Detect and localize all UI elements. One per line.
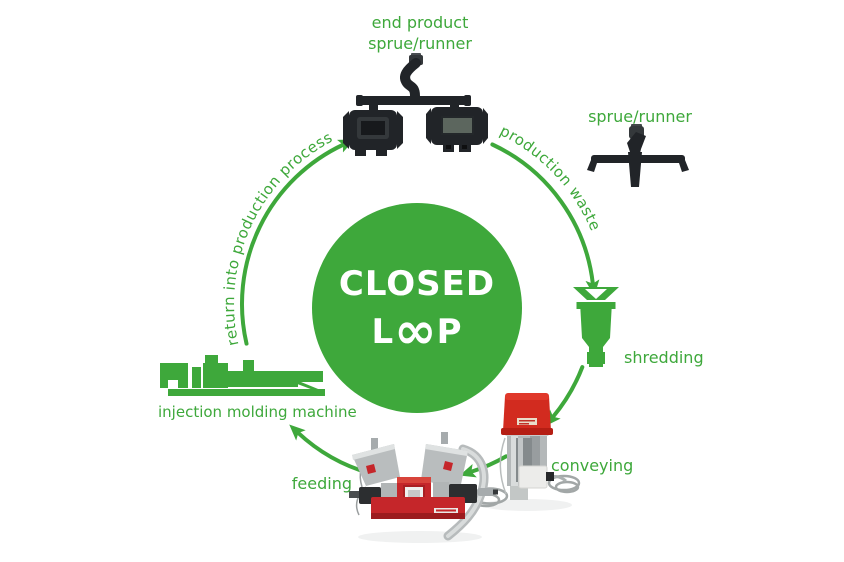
sprue-runner-label: sprue/runner (588, 107, 692, 126)
infinity-symbol: ∞ (394, 302, 437, 362)
closed-loop-title-line1: CLOSED (338, 264, 496, 304)
closed-loop-title-line2: L∞P (371, 306, 463, 357)
end-product-image (343, 53, 488, 156)
conveyor-image (471, 393, 581, 511)
end-product-label-line1: end product (371, 13, 469, 32)
injection-molding-machine-icon (160, 355, 325, 396)
arc-label-production-waste: production waste (497, 122, 605, 234)
closed-loop-title-line2-prefix: L (371, 312, 395, 352)
arc-production-waste (490, 142, 600, 297)
arc-return (240, 139, 355, 346)
shredder-icon (573, 287, 619, 367)
feeder-image (349, 432, 498, 543)
conveying-label: conveying (551, 456, 634, 475)
closed-loop-title-line2-suffix: P (436, 312, 463, 352)
end-product-label-line2: sprue/runner (368, 34, 472, 53)
arrow-shredding-to-conveying (545, 365, 585, 427)
injection-molding-machine-label: injection molding machine (158, 403, 357, 421)
feeding-label: feeding (291, 474, 352, 493)
arrow-conveying-to-feeding (459, 454, 508, 478)
shredding-label: shredding (624, 348, 704, 367)
closed-loop-badge: CLOSED L∞P (312, 203, 522, 413)
sprue-runner-image (587, 124, 689, 187)
end-product-label: end product sprue/runner (340, 12, 500, 54)
